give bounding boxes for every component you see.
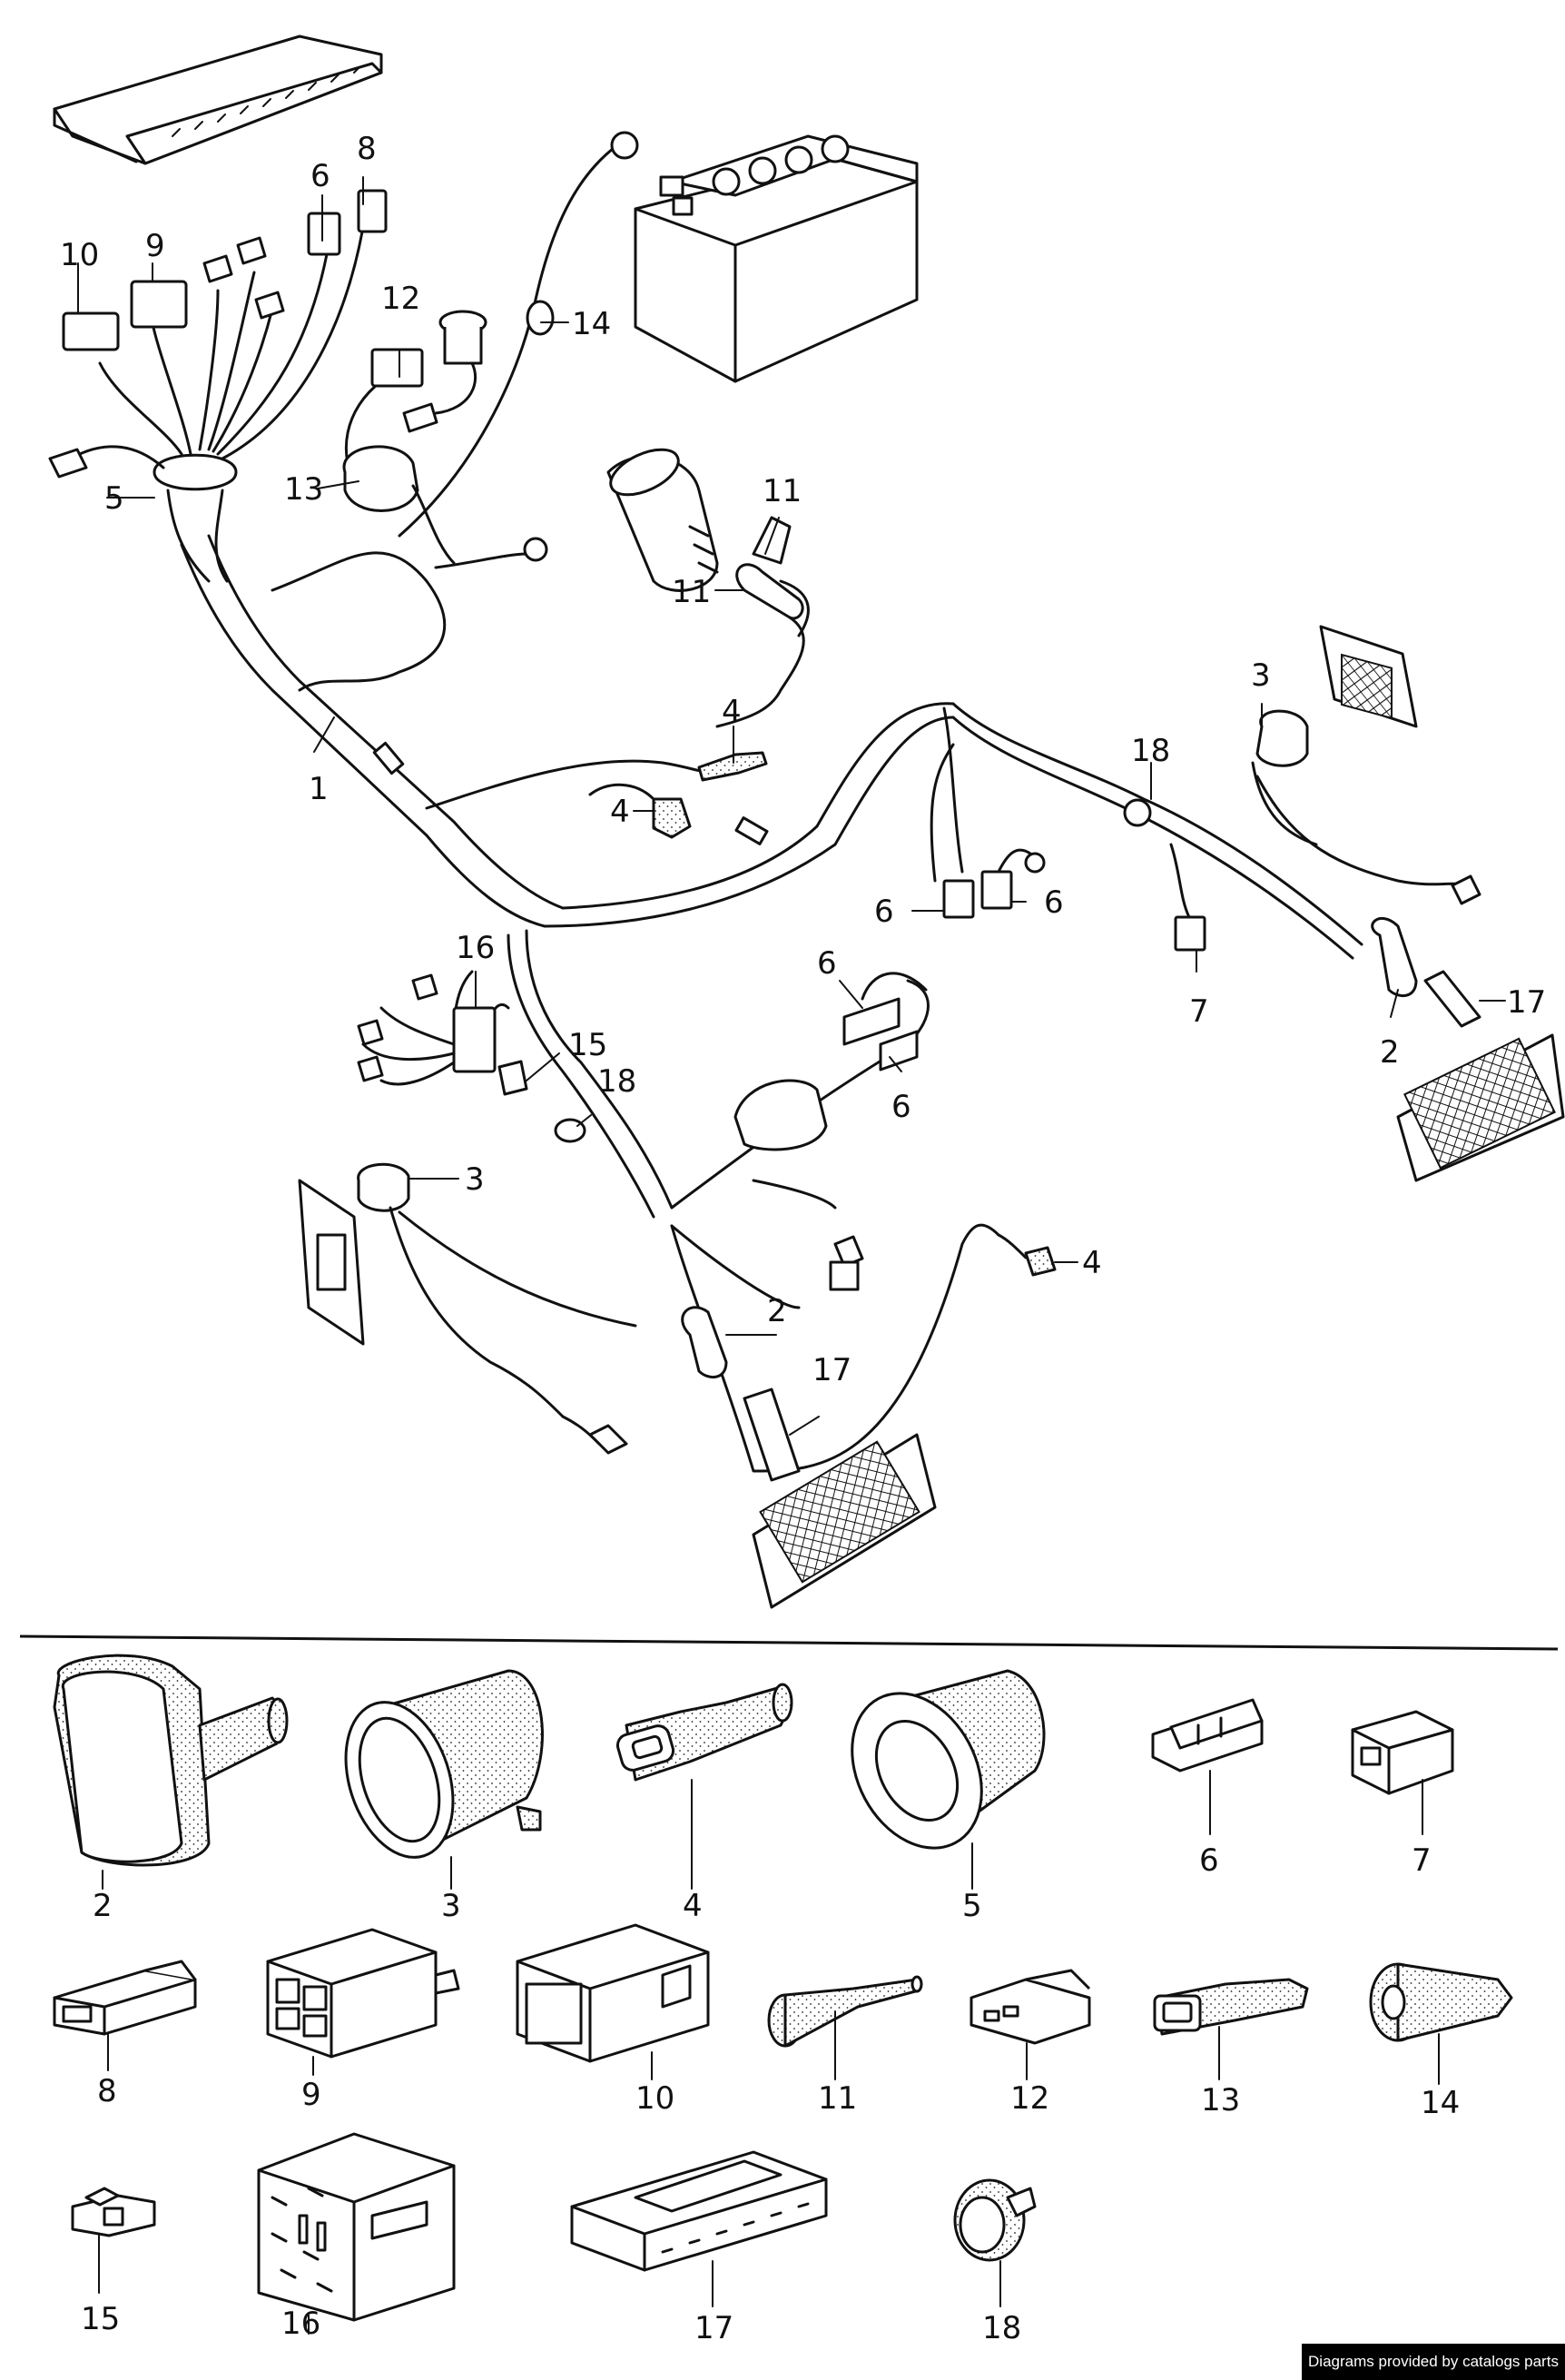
part-number: 11 xyxy=(818,2080,857,2117)
callout-label: 3 xyxy=(1251,657,1271,694)
ignition-coil-drawing xyxy=(606,448,810,728)
callout-label: 5 xyxy=(104,480,124,517)
callout-label: 9 xyxy=(145,228,165,264)
callout-label: 6 xyxy=(817,945,837,982)
callout-label: 4 xyxy=(610,794,630,830)
bulb-holder-icon: 3 xyxy=(344,1669,544,1924)
part-number: 14 xyxy=(1421,2085,1460,2121)
callout-label: 4 xyxy=(1082,1245,1102,1281)
twin-connector-icon: 12 xyxy=(970,1969,1091,2117)
callout-label: 17 xyxy=(812,1352,851,1388)
part-number: 2 xyxy=(93,1888,113,1924)
right-rear-branch xyxy=(1123,625,1565,1182)
callout-label: 6 xyxy=(874,894,894,930)
lamp-socket-icon: 2 xyxy=(53,1654,289,1924)
callout-label: 3 xyxy=(465,1161,485,1198)
callout-label: 2 xyxy=(1380,1034,1400,1071)
lower-harness-branch xyxy=(357,929,1057,1473)
part-number: 6 xyxy=(1199,1842,1219,1879)
protective-cap-icon: 13 xyxy=(1153,1978,1309,2118)
callout-label: 6 xyxy=(310,158,330,194)
callout-label: 6 xyxy=(1044,884,1064,921)
callout-label: 10 xyxy=(60,237,99,273)
part-number: 17 xyxy=(694,2310,733,2346)
grommet-icon: 5 xyxy=(851,1669,1046,1924)
single-connector-icon: 8 xyxy=(53,1960,197,2109)
callout-label: 18 xyxy=(1131,733,1170,769)
callout-labels: 1 2 2 3 3 4 4 4 5 6 6 6 6 6 7 8 9 10 11 … xyxy=(60,131,1546,1388)
multi-point-connector-icon: 17 xyxy=(570,2150,828,2346)
battery-drawing xyxy=(634,134,919,383)
section-divider xyxy=(19,1634,1559,1651)
mid-connectors-6 xyxy=(930,706,1046,919)
part-number: 18 xyxy=(982,2310,1021,2346)
part-number: 5 xyxy=(962,1888,982,1924)
upper-connectors-4 xyxy=(425,751,768,839)
rubber-grommet-icon: 14 xyxy=(1369,1962,1513,2121)
battery-cable-drawing xyxy=(398,131,639,538)
connector-12-13-branch xyxy=(271,310,548,692)
callout-label: 1 xyxy=(309,771,329,807)
part-number: 9 xyxy=(301,2077,321,2113)
callout-label: 18 xyxy=(597,1063,636,1100)
part-number: 12 xyxy=(1010,2080,1049,2117)
callout-label: 4 xyxy=(722,694,742,730)
fuse-box-drawing xyxy=(53,35,383,165)
callout-label: 15 xyxy=(568,1027,607,1063)
part-number: 10 xyxy=(635,2080,674,2117)
relay-socket-icon: 16 xyxy=(257,2132,456,2342)
callout-label: 11 xyxy=(672,574,711,610)
harness-assembly-drawing: 1 2 2 3 3 4 4 4 5 6 6 6 6 6 7 8 9 10 11 … xyxy=(48,35,1565,1609)
front-harness-branch xyxy=(48,189,388,583)
small-plug-icon: 15 xyxy=(71,2187,156,2337)
part-number: 15 xyxy=(81,2301,120,2337)
callout-leader-lines xyxy=(77,176,1506,1436)
part-number: 8 xyxy=(97,2073,117,2109)
part-number: 4 xyxy=(683,1888,703,1924)
part-number: 3 xyxy=(441,1888,461,1924)
lower-left-branch xyxy=(298,1162,937,1609)
callout-label: 14 xyxy=(572,306,611,342)
connector-housing-1pin-icon: 7 xyxy=(1351,1710,1454,1879)
callout-label: 6 xyxy=(891,1089,911,1125)
connector-housing-2pin-icon: 6 xyxy=(1151,1698,1264,1879)
cable-grommet-icon: 18 xyxy=(953,2178,1037,2346)
callout-label: 12 xyxy=(381,281,420,317)
callout-label: 11 xyxy=(763,473,802,509)
credit-badge: Diagrams provided by catalogs parts xyxy=(1302,2344,1565,2380)
spark-plug-connector-icon: 11 xyxy=(767,1975,923,2117)
part-number: 7 xyxy=(1412,1842,1432,1879)
callout-label: 2 xyxy=(767,1293,787,1329)
callout-label: 7 xyxy=(1189,993,1209,1030)
parts-catalog: 2 3 4 5 xyxy=(53,1654,1513,2346)
part-number: 16 xyxy=(281,2306,320,2342)
callout-label: 13 xyxy=(284,471,323,508)
flat-connector-housing-icon: 4 xyxy=(615,1683,793,1924)
callout-label: 17 xyxy=(1507,984,1546,1021)
callout-label: 16 xyxy=(456,930,495,966)
callout-label: 8 xyxy=(357,131,377,167)
multi-pin-housing-icon: 9 xyxy=(266,1928,460,2113)
large-connector-housing-icon: 10 xyxy=(516,1923,710,2117)
part-number: 13 xyxy=(1201,2082,1240,2118)
